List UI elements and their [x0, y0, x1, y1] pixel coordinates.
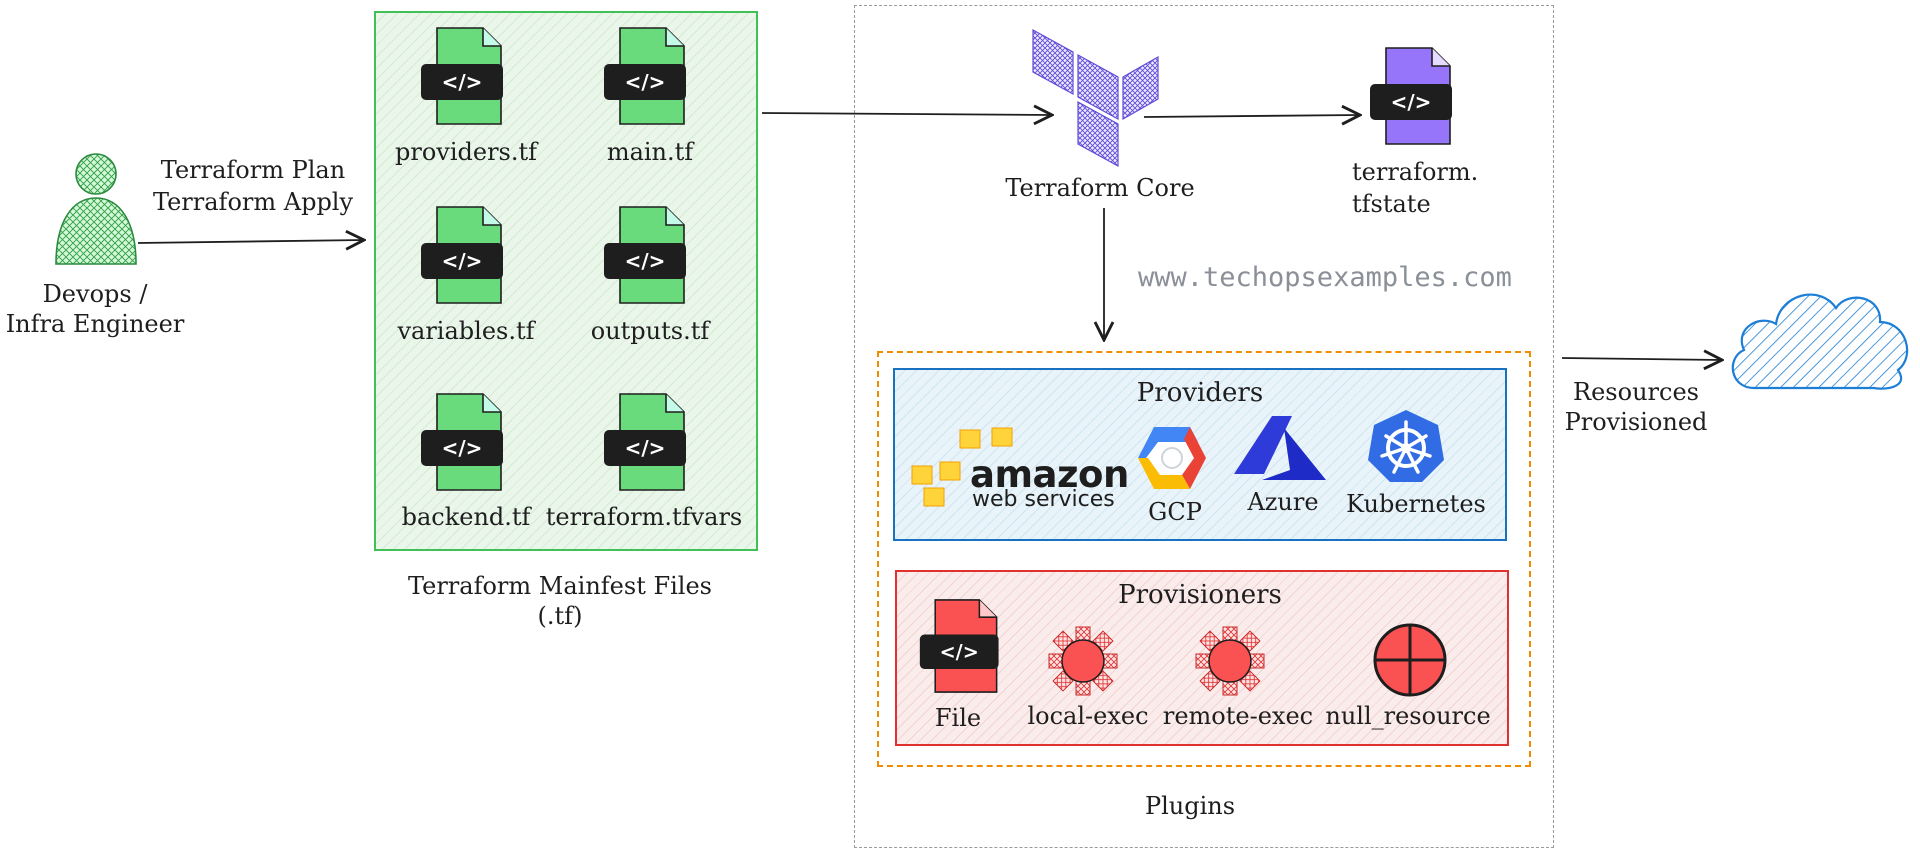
plugins-box: [877, 351, 1531, 767]
gcp-label: GCP: [1148, 498, 1202, 526]
file-icon: </>: [417, 205, 517, 305]
engineer-label-line2: Infra Engineer: [5, 310, 185, 338]
aws-subtitle: web services: [972, 487, 1115, 512]
azure-label: Azure: [1247, 488, 1319, 516]
provisioner-label-remote-exec: remote-exec: [1162, 702, 1314, 730]
local-exec-gear-icon: [1048, 626, 1118, 696]
engineer-label-line1: Devops /: [42, 280, 148, 308]
command-plan-label: Terraform Plan: [160, 156, 346, 184]
file-icon: </>: [600, 392, 700, 492]
cloud-icon: [1724, 278, 1916, 394]
provisioner-label-local-exec: local-exec: [1027, 702, 1149, 730]
azure-icon: [1232, 414, 1328, 482]
kubernetes-label: Kubernetes: [1346, 490, 1486, 518]
file-icon: </>: [417, 26, 517, 126]
state-file-icon: </>: [1366, 46, 1466, 146]
svg-text:</>: </>: [625, 249, 666, 273]
provisioner-label-file: File: [934, 704, 982, 732]
file-label-tfvars: terraform.tfvars: [545, 503, 743, 531]
manifest-caption-line1: Terraform Mainfest Files: [407, 572, 712, 600]
svg-text:</>: </>: [442, 436, 483, 460]
gcp-icon: [1136, 425, 1208, 491]
file-icon: </>: [600, 205, 700, 305]
state-label-line1: terraform.: [1352, 158, 1479, 186]
svg-text:</>: </>: [442, 249, 483, 273]
provisioners-title: Provisioners: [1118, 580, 1282, 610]
state-label-line2: tfstate: [1352, 190, 1431, 218]
svg-text:</>: </>: [625, 436, 666, 460]
svg-text:</>: </>: [940, 640, 979, 663]
arrow-plugins-to-cloud: [1561, 358, 1722, 360]
file-label-backend: backend.tf: [401, 503, 531, 531]
kubernetes-icon: [1366, 408, 1446, 484]
aws-wordmark: amazon: [970, 453, 1129, 496]
manifest-caption-line2: (.tf): [537, 602, 583, 630]
watermark-url: www.techopsexamples.com: [1138, 262, 1512, 293]
terraform-core-label: Terraform Core: [1005, 174, 1195, 202]
output-label-line2: Provisioned: [1564, 408, 1708, 436]
svg-text:</>: </>: [625, 70, 666, 94]
file-icon: </>: [417, 392, 517, 492]
svg-text:</>: </>: [1391, 90, 1432, 114]
remote-exec-gear-icon: [1195, 626, 1265, 696]
null-resource-icon: [1372, 622, 1448, 698]
file-icon: </>: [600, 26, 700, 126]
arrow-engineer-to-manifest: [137, 240, 364, 243]
svg-text:</>: </>: [442, 70, 483, 94]
terraform-logo-icon: [1030, 28, 1160, 168]
command-apply-label: Terraform Apply: [152, 188, 354, 216]
engineer-icon: [52, 152, 140, 268]
terraform-area-box: [854, 5, 1554, 848]
file-provisioner-icon: </>: [916, 598, 1012, 694]
providers-title: Providers: [1136, 378, 1264, 408]
file-label-variables: variables.tf: [397, 317, 535, 345]
file-label-main: main.tf: [606, 138, 694, 166]
file-label-outputs: outputs.tf: [590, 317, 710, 345]
aws-cubes-icon: [908, 426, 1018, 516]
provisioner-label-null-resource: null_resource: [1325, 702, 1491, 730]
file-label-providers: providers.tf: [394, 138, 538, 166]
plugins-label: Plugins: [1144, 792, 1236, 820]
output-label-line1: Resources: [1573, 378, 1699, 406]
